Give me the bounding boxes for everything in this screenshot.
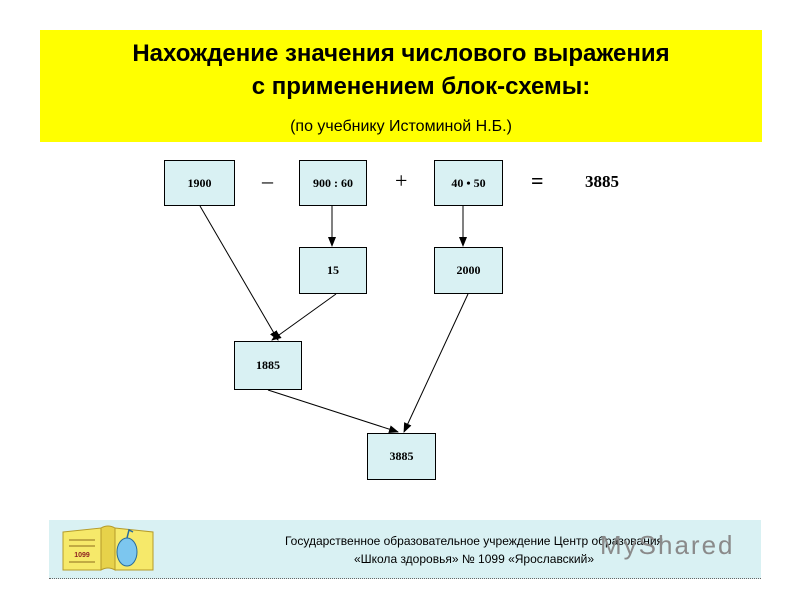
footer-line-2: «Школа здоровья» № 1099 «Ярославский» bbox=[353, 552, 595, 566]
difference-box: 1885 bbox=[234, 341, 302, 390]
arrow-15-to-1885 bbox=[271, 293, 337, 341]
term-900div60-box: 900 : 60 bbox=[299, 160, 367, 206]
footer-text: Государственное образовательное учрежден… bbox=[229, 532, 719, 568]
equals-operator: = bbox=[531, 168, 544, 193]
page-subtitle: (по учебнику Истоминой Н.Б.) bbox=[290, 118, 512, 135]
footer-banner: 1099 Государственное образовательное учр… bbox=[49, 520, 761, 579]
page-title-line-1: Нахождение значения числового выражения bbox=[132, 40, 670, 67]
quotient-box: 15 bbox=[299, 247, 367, 294]
term-1900-box: 1900 bbox=[164, 160, 235, 206]
final-result-box: 3885 bbox=[367, 433, 436, 480]
plus-operator: + bbox=[395, 168, 408, 193]
minus-operator: – bbox=[262, 168, 273, 193]
arrow-1900-to-1885 bbox=[199, 205, 279, 341]
arrow-2000-to-3885 bbox=[403, 293, 469, 433]
title-band: Нахождение значения числового выражения … bbox=[40, 30, 762, 142]
term-40x50-box: 40 • 50 bbox=[434, 160, 503, 206]
footer-line-1: Государственное образовательное учрежден… bbox=[284, 534, 664, 548]
page-title-line-2: с применением блок-схемы: bbox=[251, 73, 591, 100]
school-logo-icon: 1099 bbox=[62, 525, 154, 571]
product-box: 2000 bbox=[434, 247, 503, 294]
expression-result: 3885 bbox=[585, 172, 619, 191]
svg-text:1099: 1099 bbox=[74, 552, 90, 559]
watermark-text: MyShared bbox=[600, 530, 735, 560]
arrow-1885-to-3885 bbox=[267, 389, 399, 434]
